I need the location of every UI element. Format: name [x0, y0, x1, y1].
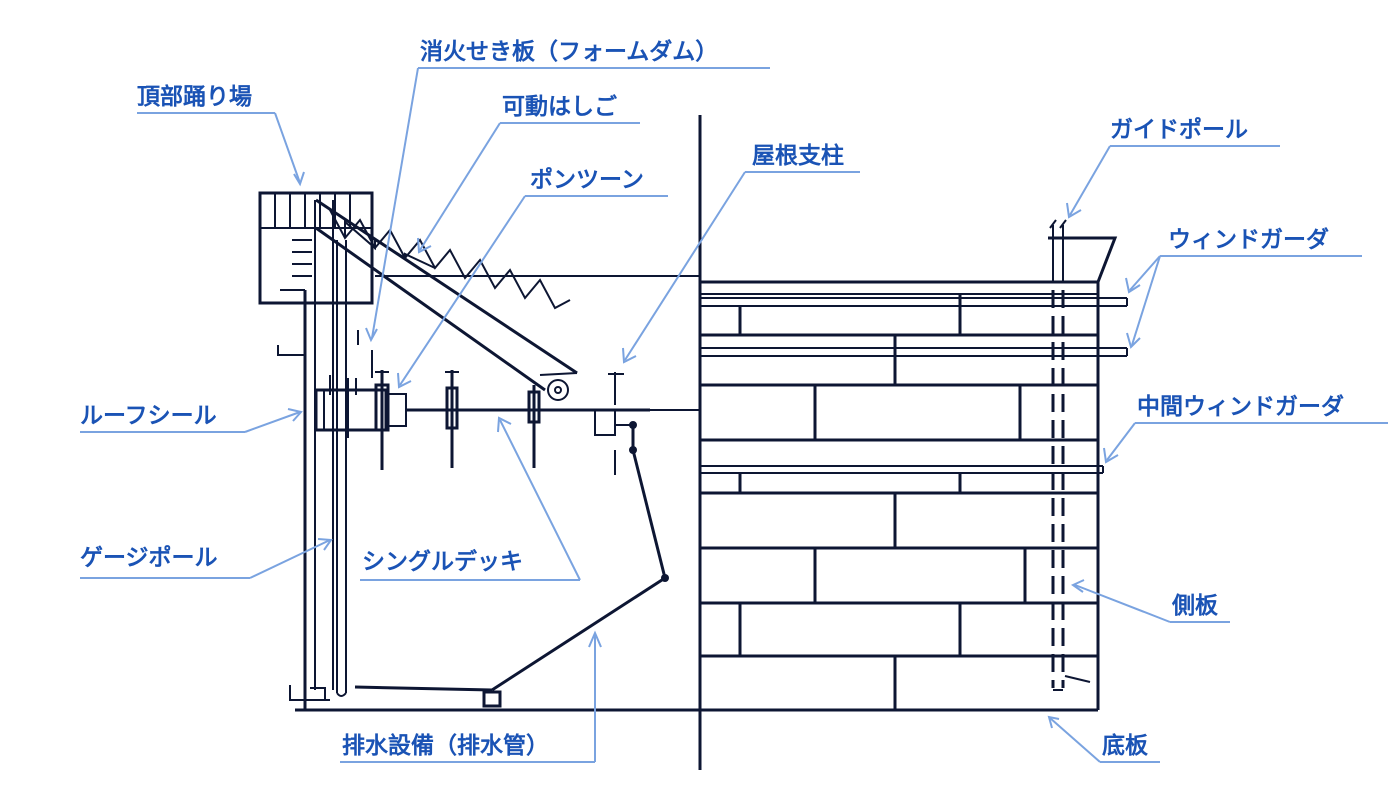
- gauge-pole-structure: [314, 200, 347, 697]
- label-gauge-pole: ゲージポール: [80, 545, 218, 571]
- label-roof-support: 屋根支柱: [752, 143, 844, 169]
- side-plate-structure: [700, 236, 1128, 710]
- rolling-ladder-structure: [315, 198, 578, 401]
- label-bottom-plate: 底板: [1102, 733, 1148, 759]
- guide-pole-structure: [1049, 219, 1091, 691]
- tank-drawing: [258, 115, 1128, 770]
- pontoon-structure: [314, 350, 407, 470]
- label-side-plate: 側板: [1172, 593, 1218, 619]
- drain-structure: [289, 421, 669, 708]
- roof-support-structure: [594, 372, 635, 475]
- label-intermediate-wind-girder: 中間ウィンドガーダ: [1137, 394, 1344, 420]
- label-wind-girder: ウィンドガーダ: [1168, 227, 1329, 253]
- leader-lines: [80, 67, 1388, 763]
- label-guide-pole: ガイドポール: [1110, 117, 1248, 143]
- label-rolling-ladder: 可動はしご: [502, 94, 617, 120]
- label-pontoon: ポンツーン: [530, 167, 644, 193]
- label-roof-seal: ルーフシール: [80, 403, 217, 429]
- label-single-deck: シングルデッキ: [362, 549, 523, 575]
- single-deck-structure: [406, 370, 700, 468]
- label-drain: 排水設備（排水管）: [342, 733, 549, 759]
- label-foam-dam: 消火せき板（フォームダム）: [420, 39, 719, 65]
- label-top-platform: 頂部踊り場: [137, 84, 252, 110]
